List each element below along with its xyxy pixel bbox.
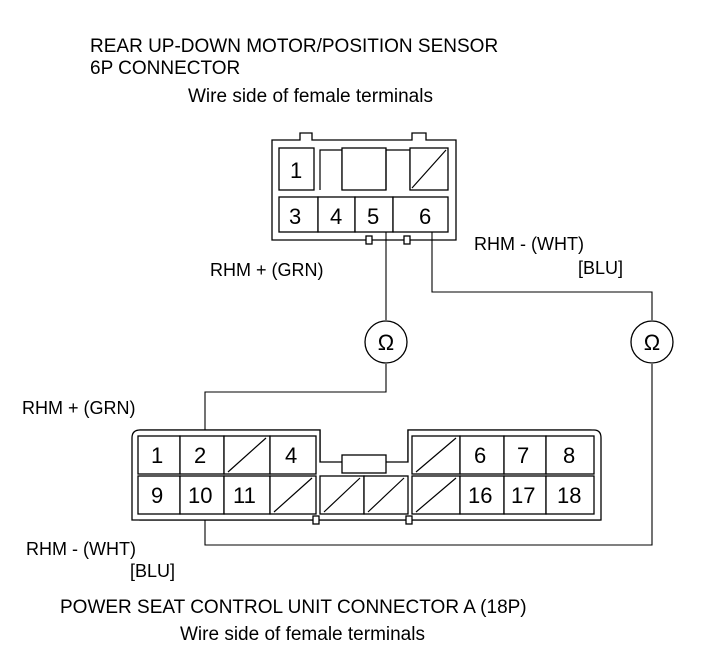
bottom-cavity-18 [545, 475, 595, 515]
bottom-connector: 1 2 4 6 7 8 9 10 11 16 17 18 [131, 429, 602, 525]
bottom-pin-9: 9 [151, 483, 163, 508]
rhm-plus-top-label: RHM + (GRN) [210, 260, 324, 280]
top-connector: 1 3 4 5 6 [271, 132, 457, 245]
top-cavity-3 [278, 196, 319, 233]
ohm-symbol-1: Ω [378, 330, 394, 355]
bottom-pin-2: 2 [194, 443, 206, 468]
rhm-minus-top-alt-label: [BLU] [578, 258, 623, 278]
bottom-cavity-3-slash [227, 437, 267, 473]
top-latch [341, 147, 387, 191]
bottom-pin-16: 16 [468, 483, 492, 508]
top-cavity-6 [392, 196, 449, 233]
top-lock-tab-right [403, 235, 411, 245]
bottom-pin-8: 8 [563, 443, 575, 468]
bottom-latch [341, 454, 387, 474]
wire-rhm-minus-upper [431, 232, 653, 320]
top-pin-4: 4 [330, 204, 342, 229]
bottom-pin-18: 18 [557, 483, 581, 508]
rhm-minus-top-label: RHM - (WHT) [474, 234, 584, 254]
bottom-connector-title: POWER SEAT CONTROL UNIT CONNECTOR A (18P… [60, 597, 527, 618]
bottom-lock-tab-right [405, 515, 413, 525]
top-pin-6: 6 [419, 204, 431, 229]
bottom-cavity-14-slash [367, 477, 405, 513]
top-connector-title-line1: REAR UP-DOWN MOTOR/POSITION SENSOR [90, 36, 498, 57]
ohmmeter-icon [630, 320, 674, 364]
top-cavity-1 [278, 147, 315, 191]
bottom-cavity-8 [545, 435, 595, 475]
rhm-minus-bottom-alt-label: [BLU] [130, 561, 175, 581]
top-pin-5: 5 [367, 204, 379, 229]
bottom-connector-subtitle: Wire side of female terminals [180, 624, 425, 645]
bottom-cavity-12-slash [273, 477, 313, 513]
bottom-pin-17: 17 [511, 483, 535, 508]
bottom-cavity-16 [459, 475, 505, 515]
top-cavity-blank-slash [411, 149, 447, 189]
ohmmeter-2: Ω [630, 320, 674, 364]
bottom-pin-1: 1 [151, 443, 163, 468]
bottom-lock-tab-left [312, 515, 320, 525]
top-lock-tab-left [365, 235, 373, 245]
bottom-cavity-15-slash [415, 477, 457, 513]
bottom-cavity-7 [503, 435, 547, 475]
bottom-pin-7: 7 [517, 443, 529, 468]
bottom-cavity-9 [137, 475, 181, 515]
bottom-pin-6: 6 [474, 443, 486, 468]
top-pin-3: 3 [289, 204, 301, 229]
bottom-cavity-10 [179, 475, 225, 515]
bottom-pin-4: 4 [285, 443, 297, 468]
top-cavity-4 [317, 196, 356, 233]
bottom-cavity-5-slash [415, 437, 457, 473]
rhm-plus-bottom-label: RHM + (GRN) [22, 398, 136, 418]
top-pin-1: 1 [290, 158, 302, 183]
ohmmeter-icon [364, 320, 408, 364]
top-connector-subtitle: Wire side of female terminals [188, 86, 433, 107]
wire-rhm-plus-lower [204, 364, 387, 432]
bottom-cavity-4 [269, 435, 317, 475]
bottom-cavity-14-blank [363, 475, 409, 515]
rhm-minus-bottom-label: RHM - (WHT) [26, 539, 136, 559]
top-cavity-5 [354, 196, 394, 233]
bottom-cavity-1 [137, 435, 181, 475]
bottom-pin-11: 11 [233, 483, 256, 508]
bottom-pin-10: 10 [188, 483, 212, 508]
wire-rhm-minus-lower [204, 364, 653, 546]
bottom-cavity-11 [223, 475, 271, 515]
ohm-symbol-2: Ω [644, 330, 660, 355]
top-connector-title-line2: 6P CONNECTOR [90, 58, 240, 79]
ohmmeter-1: Ω [364, 320, 408, 364]
bottom-cavity-13-slash [323, 477, 361, 513]
